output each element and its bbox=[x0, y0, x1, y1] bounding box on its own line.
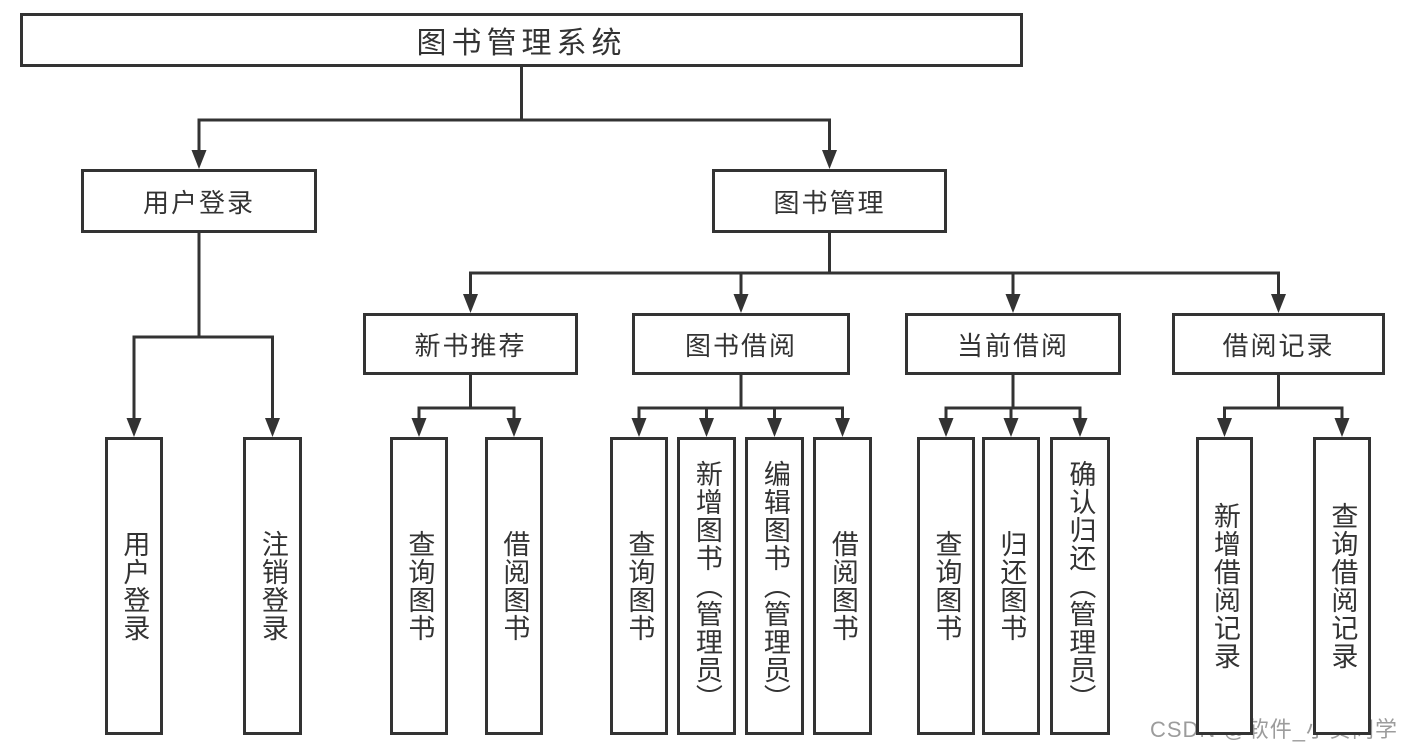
node-book-borrowing: 图书借阅 bbox=[632, 313, 850, 375]
node-return-books: 归还图书 bbox=[982, 437, 1040, 735]
node-query-borrow-record: 查询借阅记录 bbox=[1313, 437, 1371, 735]
node-query-books-current: 查询图书 bbox=[917, 437, 975, 735]
node-new-book-recommend: 新书推荐 bbox=[363, 313, 578, 375]
node-book-management: 图书管理 bbox=[712, 169, 947, 233]
node-borrowing-records: 借阅记录 bbox=[1172, 313, 1385, 375]
node-user-login-group: 用户登录 bbox=[81, 169, 317, 233]
node-user-login: 用户登录 bbox=[105, 437, 163, 735]
node-add-borrow-record: 新增借阅记录 bbox=[1196, 437, 1253, 735]
node-current-borrowing: 当前借阅 bbox=[905, 313, 1121, 375]
node-query-books-recommend: 查询图书 bbox=[390, 437, 448, 735]
node-edit-books-admin: 编辑图书（管理员） bbox=[745, 437, 804, 735]
node-add-books-admin: 新增图书（管理员） bbox=[677, 437, 736, 735]
node-query-books-borrowing: 查询图书 bbox=[610, 437, 668, 735]
node-borrow-books: 借阅图书 bbox=[813, 437, 872, 735]
node-library-system: 图书管理系统 bbox=[20, 13, 1023, 67]
node-confirm-return-admin: 确认归还（管理员） bbox=[1050, 437, 1110, 735]
node-borrow-books-recommend: 借阅图书 bbox=[485, 437, 543, 735]
node-logout: 注销登录 bbox=[243, 437, 302, 735]
